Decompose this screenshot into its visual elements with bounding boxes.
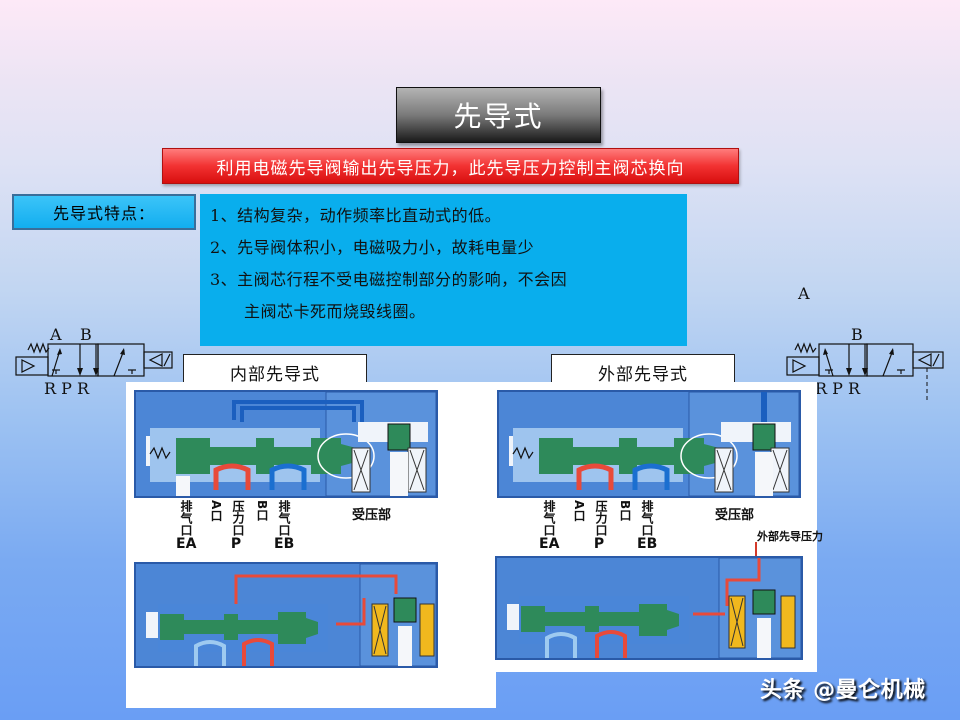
svg-text:R P R: R P R xyxy=(44,379,90,398)
port-p-code: P xyxy=(230,536,242,552)
port-b-label: B口 xyxy=(255,500,269,522)
port-eb-code: EB xyxy=(637,536,658,552)
valve-cross-section-icon xyxy=(509,391,800,497)
port-ea-label: 排气口 xyxy=(179,500,193,536)
feature-item: 2、先导阀体积小，电磁吸力小，故耗电量少 xyxy=(210,238,535,257)
svg-text:A: A xyxy=(49,325,62,344)
valve-diagram-deenergized xyxy=(497,390,801,498)
port-eb-code: EB xyxy=(274,536,295,552)
port-eb-label: 排气口 xyxy=(640,500,654,536)
svg-text:B: B xyxy=(80,325,92,344)
port-p-code: P xyxy=(593,536,605,552)
valve-diagram-deenergized xyxy=(134,390,438,498)
features-list: 1、结构复杂，动作频率比直动式的低。 2、先导阀体积小，电磁吸力小，故耗电量少 … xyxy=(200,194,687,346)
valve-cross-section-icon xyxy=(146,563,437,667)
symbol-port-a-label: A xyxy=(798,284,810,303)
port-a-label: A口 xyxy=(572,500,586,522)
valve-symbol-left: A B R P R xyxy=(14,322,174,398)
port-p-label: 压力口 xyxy=(231,500,245,536)
page-title: 先导式 xyxy=(396,87,601,143)
watermark: 头条 @曼仑机械 xyxy=(760,678,926,703)
port-ea-label: 排气口 xyxy=(542,500,556,536)
valve-symbol-icon: B R P R xyxy=(786,325,944,402)
pressure-section-callout: 受压部 xyxy=(352,508,392,523)
external-pilot-pressure-label: 外部先导压力 xyxy=(757,530,823,543)
svg-text:B: B xyxy=(851,325,863,344)
port-ea-code: EA xyxy=(539,536,560,552)
features-label: 先导式特点： xyxy=(12,194,196,230)
pressure-arrow-icon xyxy=(755,542,757,556)
valve-cross-section-icon xyxy=(507,557,802,659)
svg-text:R P R: R P R xyxy=(815,379,861,398)
feature-item: 3、主阀芯行程不受电磁控制部分的影响，不会因 xyxy=(210,270,568,289)
port-eb-label: 排气口 xyxy=(277,500,291,536)
port-b-label: B口 xyxy=(618,500,632,522)
valve-cross-section-icon xyxy=(146,391,437,497)
valve-symbol-icon: A B R P R xyxy=(15,325,173,398)
feature-item: 主阀芯卡死而烧毁线圈。 xyxy=(244,302,426,321)
valve-diagram-energized xyxy=(134,562,438,668)
subtitle-banner: 利用电磁先导阀输出先导压力，此先导压力控制主阀芯换向 xyxy=(162,148,739,184)
port-a-label: A口 xyxy=(209,500,223,522)
port-p-label: 压力口 xyxy=(594,500,608,536)
pressure-section-callout: 受压部 xyxy=(715,508,755,523)
valve-diagram-energized xyxy=(495,556,803,660)
feature-item: 1、结构复杂，动作频率比直动式的低。 xyxy=(210,206,502,225)
port-ea-code: EA xyxy=(176,536,197,552)
valve-symbol-right: B R P R xyxy=(785,322,945,404)
